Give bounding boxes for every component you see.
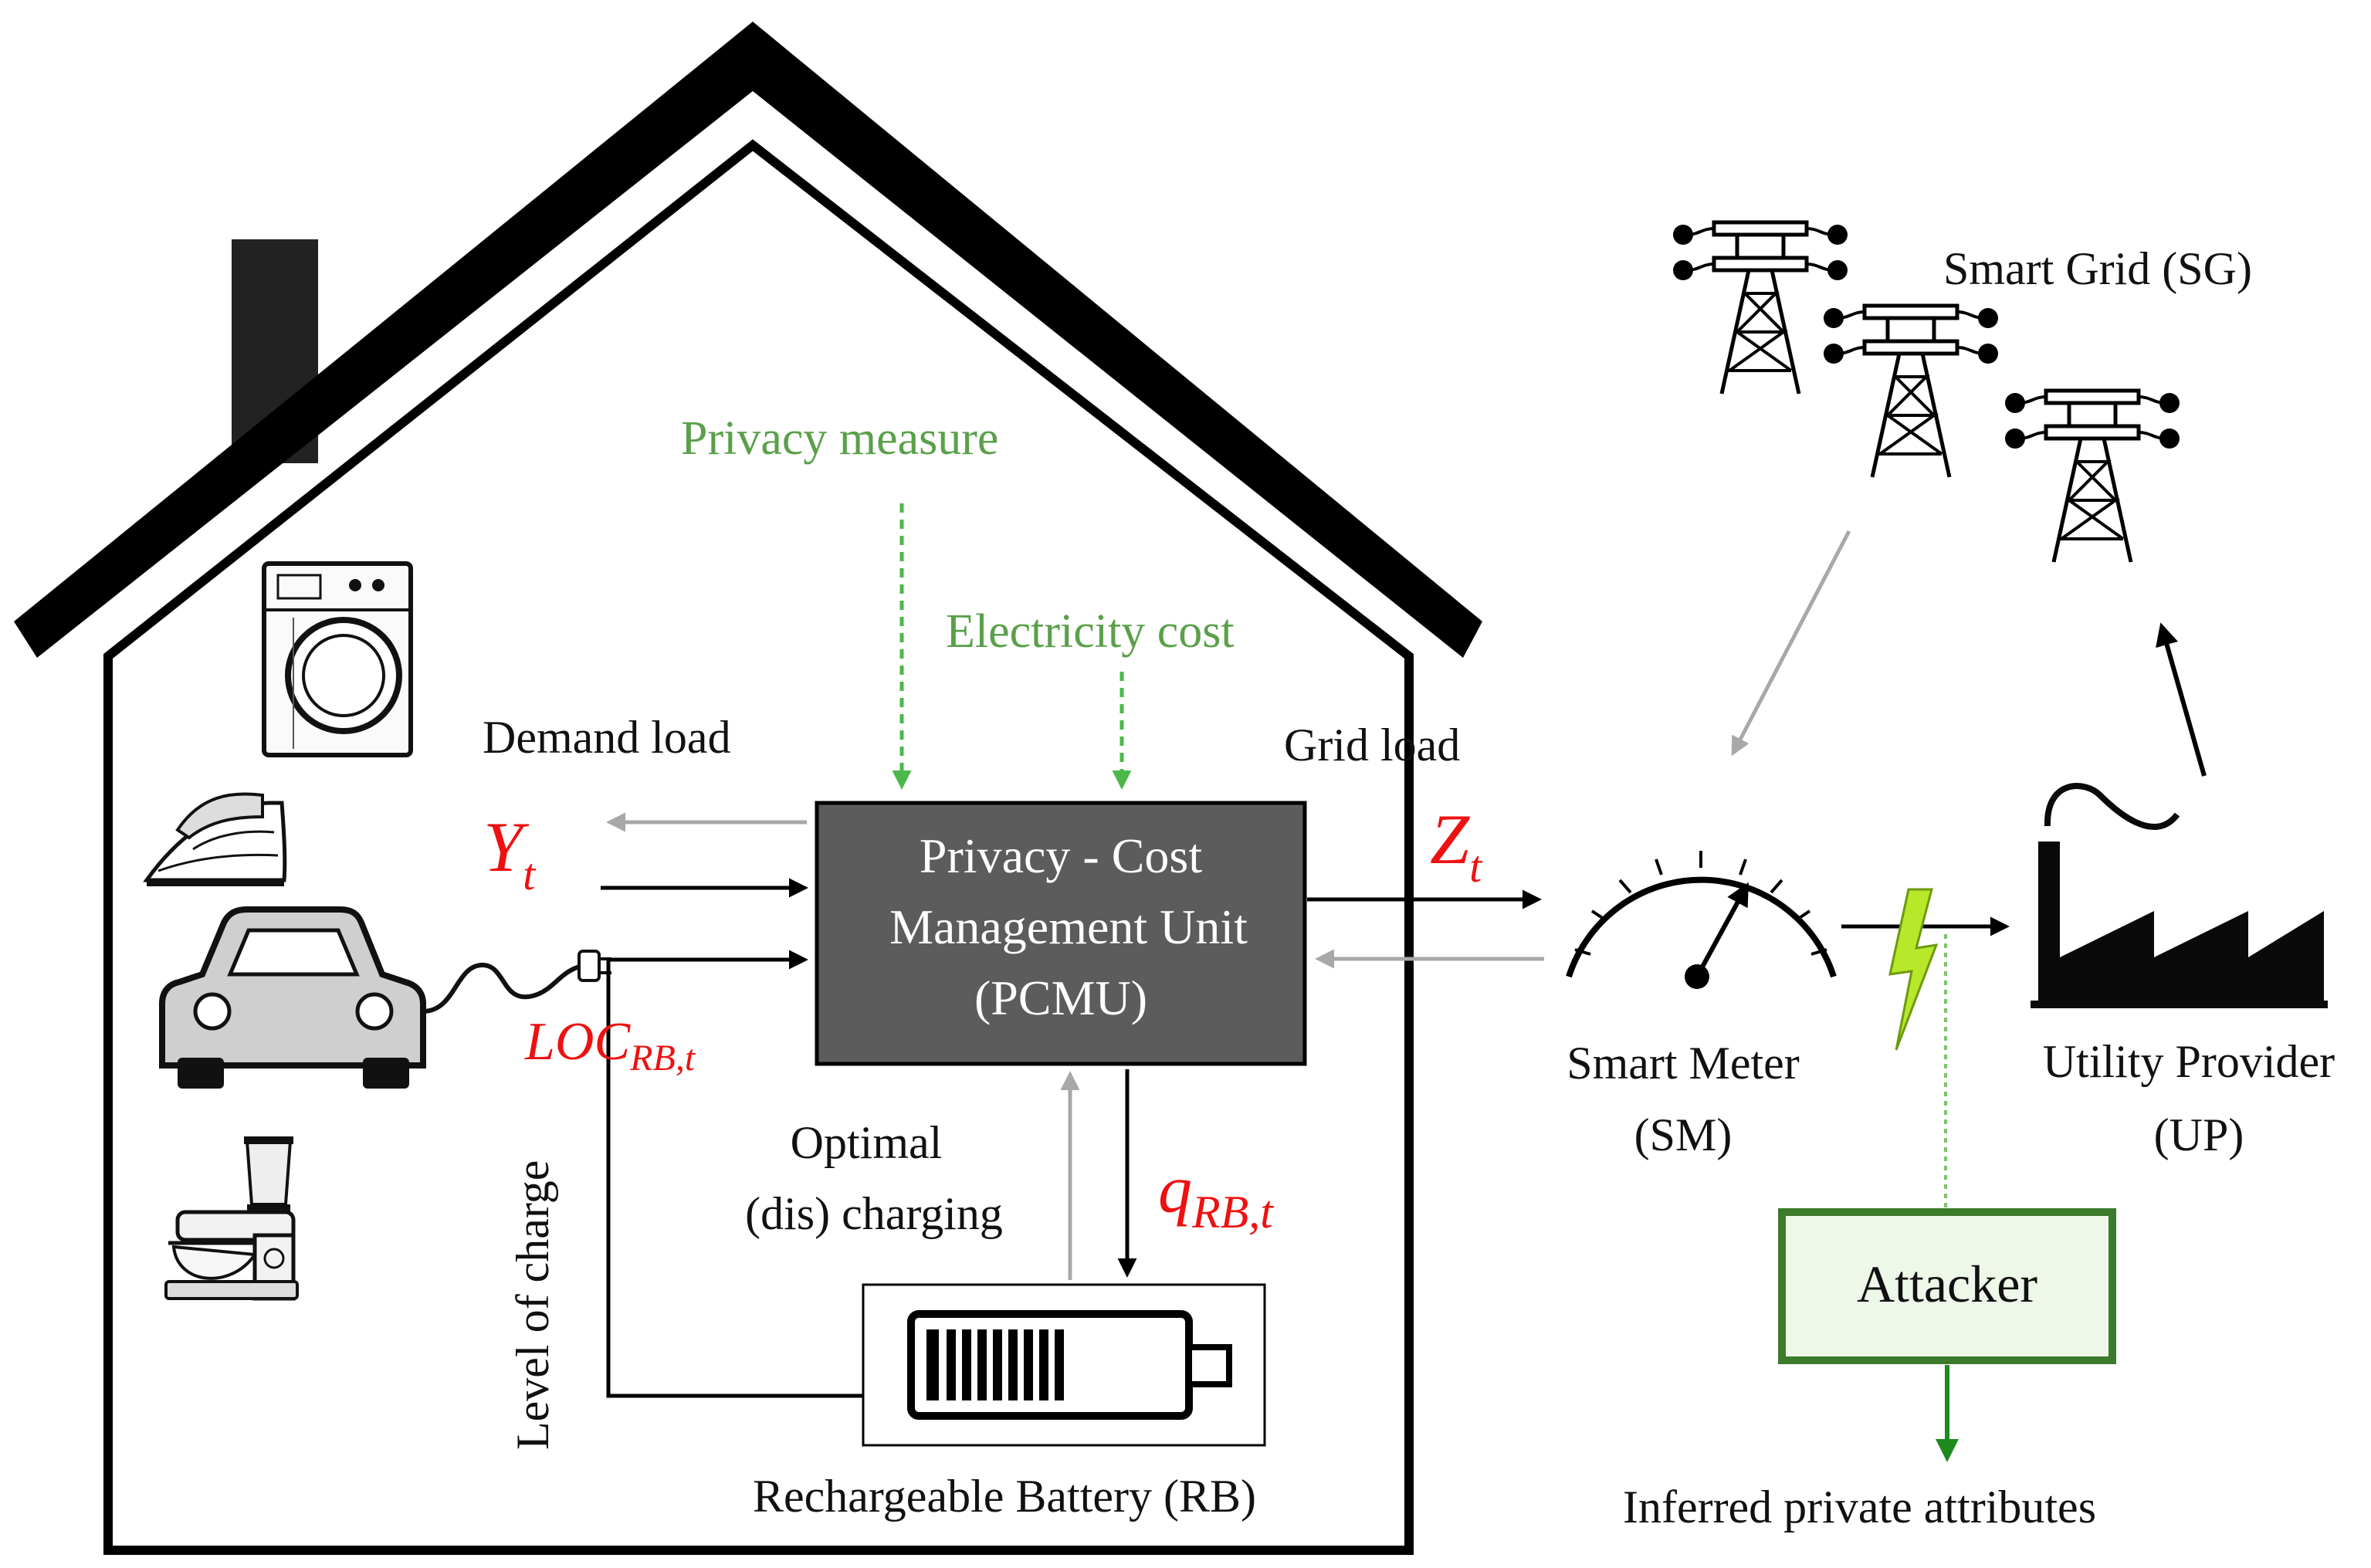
utility-to-grid-arrow (2156, 622, 2207, 777)
level-of-charge-label: Level of charge (507, 1160, 558, 1450)
smart-meter-gauge-icon (1566, 851, 1837, 989)
utility-provider-label-line1: Utility Provider (2043, 1036, 2335, 1087)
z-t-symbol: Zt (1430, 800, 1483, 892)
smart-grid-label: Smart Grid (SG) (1943, 243, 2252, 294)
inferred-attributes-label: Inferred private attributes (1623, 1482, 2096, 1532)
house-outline (14, 22, 1482, 1555)
washing-machine-icon (262, 561, 413, 757)
iron-icon (143, 792, 287, 886)
electricity-cost-label: Electricity cost (946, 605, 1235, 658)
attacker-label: Attacker (1857, 1255, 2037, 1313)
pcmu-label-line2: Management Unit (889, 899, 1248, 954)
optimal-label-line2: (dis) charging (745, 1188, 1003, 1239)
utility-provider-label-line2: (UP) (2154, 1109, 2244, 1160)
food-mixer-icon (164, 1136, 299, 1301)
power-tower-icon (1824, 306, 1998, 477)
lightning-bolt-icon (1888, 888, 1939, 1051)
y-t-symbol: Yt (483, 808, 537, 899)
attacker-box: Attacker (1778, 1208, 2116, 1364)
battery-box (862, 1283, 1266, 1447)
level-of-charge-loop (606, 950, 863, 1398)
grid-to-meter-arrow (1731, 530, 1851, 757)
loc-rb-t-symbol: LOCRB,t (524, 1012, 696, 1079)
smart-meter-label-line2: (SM) (1634, 1109, 1733, 1160)
electric-car-icon (159, 906, 611, 1089)
smart-meter-label-line1: Smart Meter (1567, 1038, 1800, 1089)
power-tower-icon (1673, 222, 1848, 394)
battery-label: Rechargeable Battery (RB) (753, 1471, 1256, 1522)
pcmu-label-line1: Privacy - Cost (920, 828, 1202, 883)
pcmu-label-line3: (PCMU) (974, 970, 1147, 1025)
power-tower-icon (2005, 391, 2180, 562)
demand-load-label: Demand load (483, 712, 731, 763)
pcmu-box: Privacy - Cost Management Unit (PCMU) (815, 801, 1307, 1066)
factory-icon (2031, 783, 2328, 1008)
battery-icon (907, 1310, 1232, 1420)
optimal-label-line1: Optimal (791, 1117, 943, 1168)
grid-load-label: Grid load (1284, 720, 1460, 770)
privacy-measure-label: Privacy measure (681, 412, 998, 465)
q-rb-t-symbol: qRB,t (1158, 1153, 1274, 1238)
